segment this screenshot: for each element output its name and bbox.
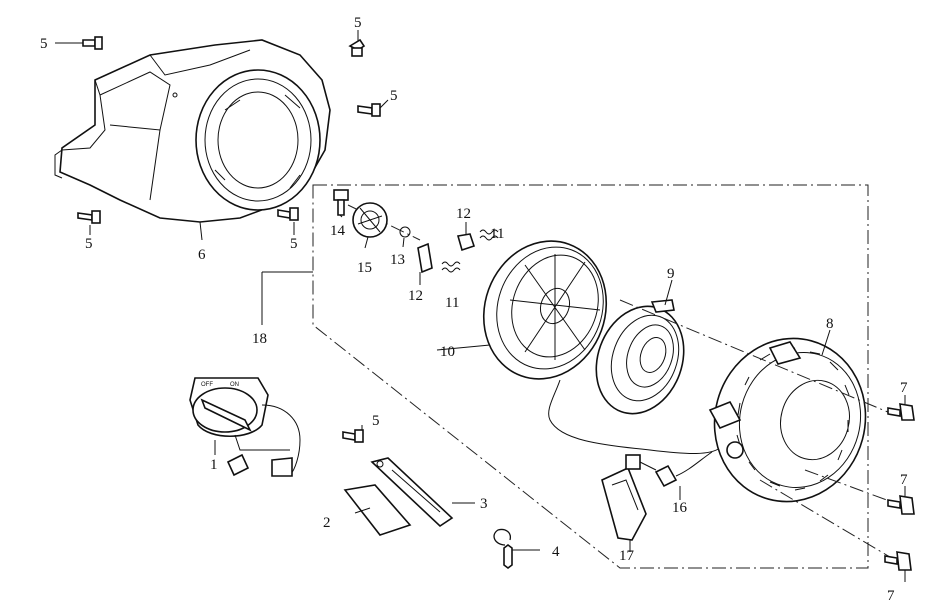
label-5-top-right: 5 <box>354 15 362 31</box>
bolt-5-bottom-right <box>277 207 299 235</box>
assembly-18-boundary <box>261 184 869 569</box>
label-18: 18 <box>252 331 267 347</box>
rope-guide <box>654 451 713 500</box>
label-17: 17 <box>619 548 635 564</box>
callout-labels: 5 5 5 5 5 5 6 18 14 15 13 12 12 11 11 10… <box>40 15 908 604</box>
starter-cover <box>619 299 896 561</box>
label-5-top-left: 5 <box>40 36 48 52</box>
label-5-bottom-right: 5 <box>290 236 298 252</box>
spring-clip <box>399 226 411 238</box>
return-spring-upper <box>479 229 499 241</box>
label-5-center: 5 <box>372 413 380 429</box>
label-13: 13 <box>390 252 405 268</box>
label-14: 14 <box>330 223 346 239</box>
bolt-5-mid-right <box>357 99 389 117</box>
switch-off-text: OFF <box>201 382 213 388</box>
recoil-spring <box>595 299 685 415</box>
return-spring-lower <box>441 261 461 273</box>
center-screw <box>333 189 421 241</box>
ratchet-pawl-upper <box>456 222 476 252</box>
bolt-5-center <box>342 425 364 443</box>
label-15: 15 <box>357 260 372 276</box>
label-5-bottom-left: 5 <box>85 236 93 252</box>
label-6: 6 <box>198 247 206 263</box>
blower-housing <box>54 39 331 241</box>
bolt-5-bottom-left <box>77 210 101 235</box>
mounting-strap <box>370 457 475 528</box>
ratchet-pawl-lower <box>417 242 433 285</box>
label-4: 4 <box>552 544 560 560</box>
label-5-mid-right: 5 <box>390 88 398 104</box>
starter-handle <box>601 454 657 552</box>
label-7-upper: 7 <box>900 380 908 396</box>
label-16: 16 <box>672 500 688 516</box>
starter-pulley <box>482 240 721 455</box>
label-11-lower: 11 <box>445 295 459 311</box>
gasket-plate <box>343 484 412 536</box>
label-10: 10 <box>440 344 455 360</box>
label-8: 8 <box>826 316 834 332</box>
bolt-5-top-left <box>55 36 103 50</box>
cover-bolt-7-lower <box>884 551 912 582</box>
label-1: 1 <box>210 457 218 473</box>
label-2: 2 <box>323 515 331 531</box>
switch-on-text: ON <box>230 382 239 388</box>
label-7-lower: 7 <box>887 588 895 604</box>
friction-plate <box>352 202 388 238</box>
label-9: 9 <box>667 266 675 282</box>
label-12-upper: 12 <box>456 206 471 222</box>
cover-bolt-7-middle <box>887 486 915 515</box>
cable-hook <box>493 528 540 569</box>
bolt-5-top-right <box>348 30 366 57</box>
label-11-upper: 11 <box>490 226 504 242</box>
label-7-middle: 7 <box>900 472 908 488</box>
cover-bolt-7-upper <box>887 395 915 421</box>
label-12-lower: 12 <box>408 288 423 304</box>
ignition-switch: OFF ON <box>189 377 301 477</box>
label-3: 3 <box>480 496 488 512</box>
leader-lines <box>339 214 831 514</box>
